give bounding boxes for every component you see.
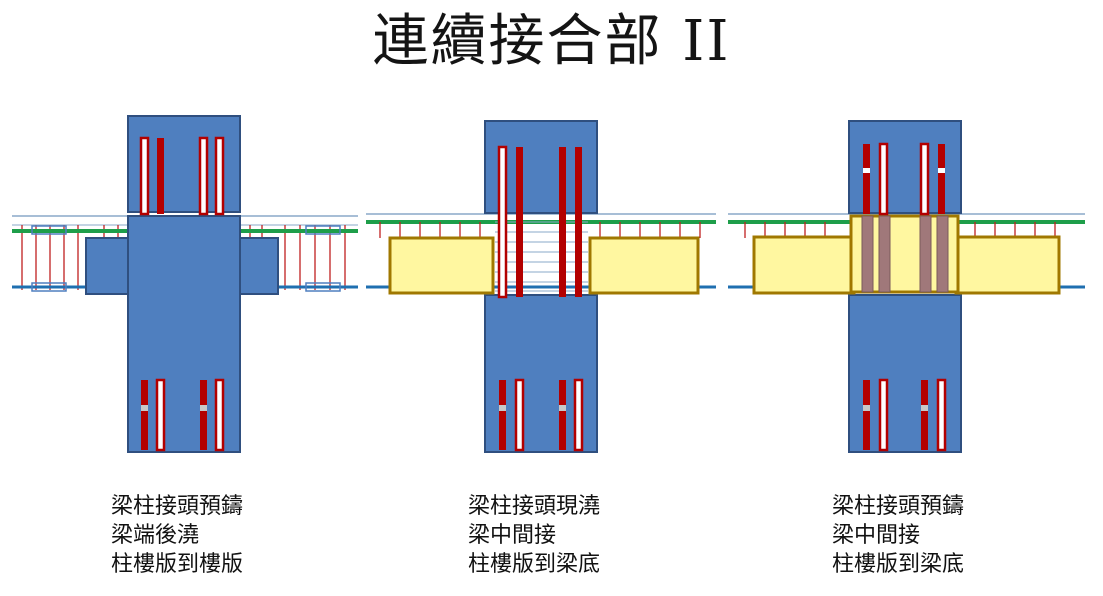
coupler <box>305 225 341 235</box>
slab-stirrups <box>744 222 1056 238</box>
slide-title: 連續接合部 II <box>372 9 731 74</box>
upper-rebars <box>863 142 945 216</box>
caption-line: 梁柱接頭現澆 <box>468 494 601 519</box>
coupler <box>31 225 67 235</box>
panel-3-caption: 梁柱接頭預鑄 梁中間接 柱樓版到梁底 <box>832 492 964 579</box>
precast-beam-right <box>588 236 700 295</box>
caption-line: 柱樓版到梁底 <box>832 552 965 577</box>
panel-3-diagram <box>728 120 1085 453</box>
coupler <box>305 282 341 292</box>
precast-beam-left <box>388 236 495 295</box>
precast-beam-right <box>954 235 1061 295</box>
cast-in-place-joint <box>495 221 588 292</box>
panel-1-caption: 梁柱接頭預鑄 梁端後澆 柱樓版到樓版 <box>111 492 243 579</box>
panel-2-diagram <box>366 120 716 453</box>
column-rebars <box>497 145 582 299</box>
caption-line: 梁柱接頭預鑄 <box>111 494 244 519</box>
caption-line: 柱樓版到樓版 <box>111 552 244 577</box>
beam-stub-left <box>85 237 135 295</box>
caption-line: 梁中間接 <box>832 523 921 548</box>
precast-beam-left <box>752 235 856 295</box>
coupler <box>31 282 67 292</box>
upper-rebars <box>139 136 225 216</box>
panel-1-diagram <box>12 115 358 453</box>
lower-rebars <box>499 378 584 452</box>
lower-rebars <box>863 378 947 452</box>
panel-2-caption: 梁柱接頭現澆 梁中間接 柱樓版到梁底 <box>468 492 600 579</box>
caption-line: 梁柱接頭預鑄 <box>832 494 965 519</box>
caption-line: 梁中間接 <box>468 523 557 548</box>
caption-line: 梁端後澆 <box>111 523 200 548</box>
slab-stirrups <box>379 222 701 238</box>
beam-stub-right <box>235 237 279 295</box>
lower-rebars <box>141 378 225 452</box>
caption-line: 柱樓版到梁底 <box>468 552 601 577</box>
joint-sleeves <box>861 215 949 293</box>
